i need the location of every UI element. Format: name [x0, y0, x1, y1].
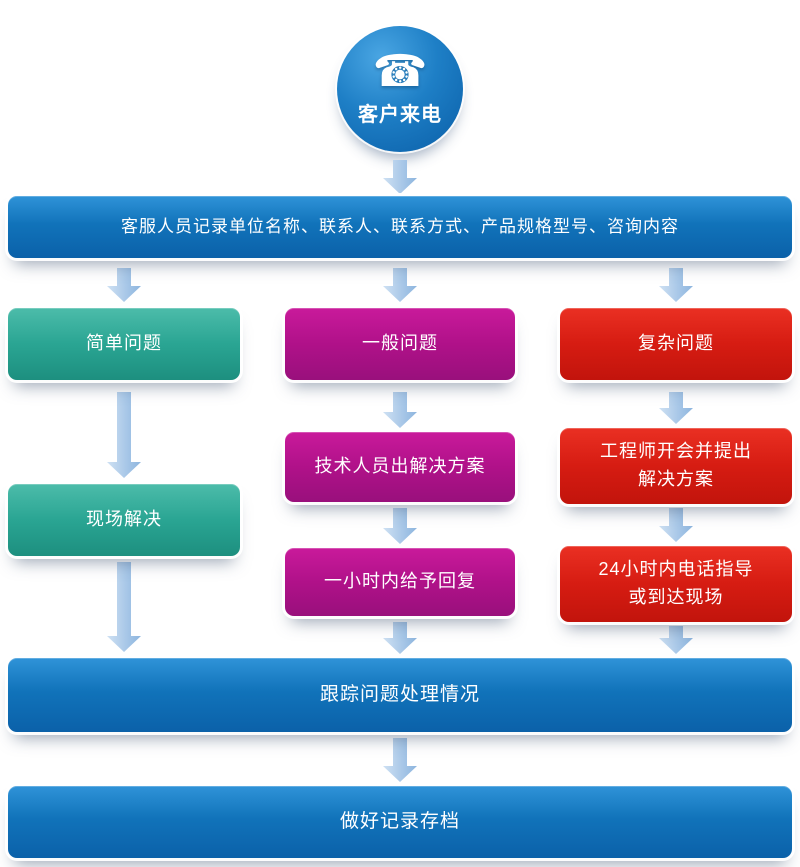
archive-step-label: 做好记录存档 — [339, 811, 460, 833]
step-onsite-label: 现场解决 — [86, 509, 162, 530]
record-step: 客服人员记录单位名称、联系人、联系方式、产品规格型号、咨询内容 — [8, 196, 792, 258]
step-24h-guidance: 24小时内电话指导 或到达现场 — [560, 546, 792, 622]
branch-simple-label: 简单问题 — [86, 333, 162, 354]
step-onsite-solution: 现场解决 — [8, 484, 240, 556]
record-step-label: 客服人员记录单位名称、联系人、联系方式、产品规格型号、咨询内容 — [121, 216, 679, 236]
phone-icon: ☎ — [372, 46, 428, 96]
step-engineer-meeting: 工程师开会并提出 解决方案 — [560, 428, 792, 504]
archive-step: 做好记录存档 — [8, 786, 792, 858]
arrow-guide-track — [659, 626, 693, 654]
branch-simple-problem: 简单问题 — [8, 308, 240, 380]
step-engineer-meeting-label: 工程师开会并提出 解决方案 — [600, 441, 752, 489]
arrow-meeting-guide — [659, 508, 693, 542]
arrow-reply-track — [383, 622, 417, 654]
branch-general-label: 一般问题 — [362, 333, 438, 354]
arrow-record-complex — [659, 268, 693, 302]
step-tech-solution-label: 技术人员出解决方案 — [314, 456, 486, 477]
start-node: ☎ 客户来电 — [337, 26, 463, 152]
arrow-onsite-track — [107, 562, 141, 652]
arrow-general-solution — [383, 392, 417, 428]
arrow-solution-reply — [383, 508, 417, 544]
track-step: 跟踪问题处理情况 — [8, 658, 792, 732]
step-one-hour-reply: 一小时内给予回复 — [285, 548, 515, 616]
branch-complex-label: 复杂问题 — [638, 333, 714, 354]
step-tech-solution: 技术人员出解决方案 — [285, 432, 515, 502]
arrow-complex-meeting — [659, 392, 693, 424]
arrow-record-simple — [107, 268, 141, 302]
arrow-record-general — [383, 268, 417, 302]
branch-general-problem: 一般问题 — [285, 308, 515, 380]
step-one-hour-reply-label: 一小时内给予回复 — [324, 571, 476, 592]
step-24h-guidance-label: 24小时内电话指导 或到达现场 — [598, 559, 754, 607]
arrow-track-archive — [383, 738, 417, 782]
track-step-label: 跟踪问题处理情况 — [319, 684, 480, 706]
arrow-simple-onsite — [107, 392, 141, 478]
arrow-start-record — [383, 160, 417, 194]
start-label: 客户来电 — [358, 103, 442, 126]
branch-complex-problem: 复杂问题 — [560, 308, 792, 380]
